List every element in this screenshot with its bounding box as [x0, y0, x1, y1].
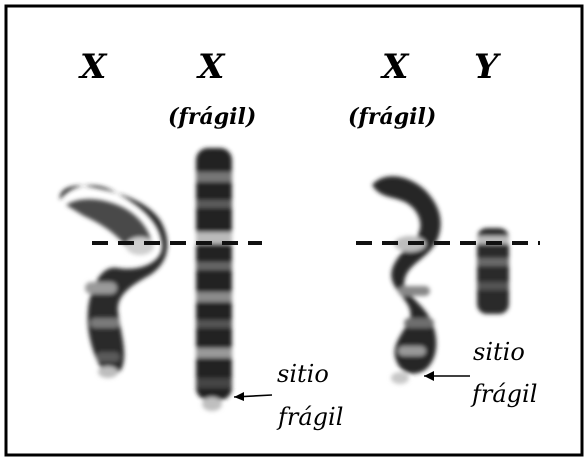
label-x-fragile-2: X — [382, 50, 408, 84]
label-x-normal: X — [80, 50, 106, 84]
label-y: Y — [474, 50, 498, 84]
fragile-site-label-right-line1: sitio — [473, 340, 525, 364]
chromosome-x-fragile-straight — [196, 148, 232, 411]
label-x-fragile-1: X — [198, 50, 224, 84]
label-fragile-1: (frágil) — [168, 106, 256, 128]
fragile-site-label-left-line2: frágil — [278, 405, 343, 429]
fragile-site-label-right-line2: frágil — [472, 382, 537, 406]
label-fragile-2: (frágil) — [348, 106, 436, 128]
chromosome-y — [477, 228, 509, 314]
fragile-site-label-left-line1: sitio — [277, 362, 329, 386]
